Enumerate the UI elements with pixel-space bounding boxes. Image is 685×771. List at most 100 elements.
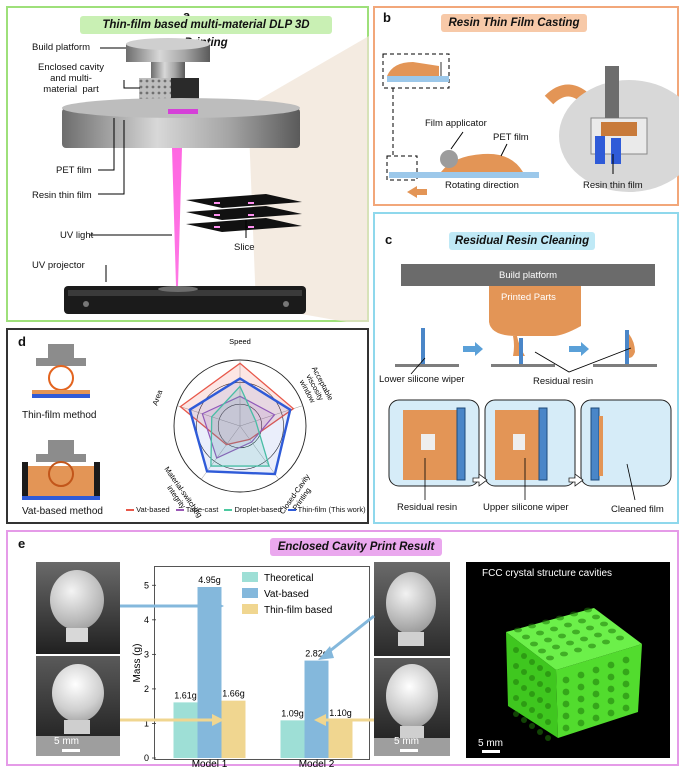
method-icons xyxy=(22,344,100,500)
fcc-cavity xyxy=(602,639,610,645)
fcc-cavity xyxy=(542,619,550,625)
legend-droplet-swatch xyxy=(224,509,233,512)
radar-series-thin-film-this-work- xyxy=(188,377,292,476)
bar-value-label: 2.82g xyxy=(305,649,328,659)
pet-film-strip xyxy=(389,172,539,178)
fcc-cavity xyxy=(577,695,585,703)
radar-series-tape-cast xyxy=(201,395,276,459)
bar-value-label: 4.95g xyxy=(198,575,221,585)
fcc-cavity xyxy=(521,685,527,691)
bar-value-label: 1.61g xyxy=(174,690,197,700)
radar-spoke xyxy=(239,425,279,480)
scale-bar-mid xyxy=(400,749,418,752)
label-build-platform: Build platform xyxy=(32,42,91,53)
fcc-cavity xyxy=(574,647,582,653)
y-tick-label: 3 xyxy=(144,649,149,659)
label-cleaned-film: Cleaned film xyxy=(611,504,664,515)
fcc-cavity xyxy=(513,647,519,653)
panel-a-letter: a xyxy=(183,8,190,23)
label-pet-film-b: PET film xyxy=(493,132,529,143)
fcc-cavity xyxy=(607,661,615,669)
legend-thinfilm-swatch xyxy=(287,509,296,512)
panel-d: d Thin-film method Vat-based method Spee… xyxy=(6,328,369,524)
fcc-cavity xyxy=(572,629,580,635)
fcc-cavity xyxy=(528,623,536,629)
fcc-cavity xyxy=(577,671,585,679)
fcc-cavity xyxy=(562,712,570,720)
y-axis-label: Mass (g) xyxy=(132,644,143,683)
y-tick-label: 5 xyxy=(144,580,149,590)
radar-legend: Vat-based Tape-cast Droplet-based Thin-f… xyxy=(126,505,366,514)
scale-mid: 5 mm xyxy=(394,736,419,747)
fcc-cavity xyxy=(562,676,570,684)
fcc-cavity xyxy=(529,659,535,665)
slice-stack xyxy=(186,194,302,232)
fcc-cavity xyxy=(592,614,600,620)
fcc-cavity xyxy=(564,622,572,628)
fcc-cavity xyxy=(594,632,602,638)
fcc-cavity xyxy=(608,628,616,634)
fcc-cavity xyxy=(522,634,530,640)
fcc-cavity xyxy=(513,663,519,669)
label-vat-based-method: Vat-based method xyxy=(22,506,103,517)
fcc-cavity xyxy=(588,643,596,649)
legend-thinfilm: Thin-film (This work) xyxy=(297,505,366,514)
fcc-cavity xyxy=(592,702,600,710)
fcc-cavity xyxy=(537,697,543,703)
build-platform-bar xyxy=(401,264,655,286)
label-build-platform-c: Build platform xyxy=(499,270,558,281)
fcc-cavity xyxy=(616,635,624,641)
fcc-cavity xyxy=(529,723,535,729)
fcc-cavity xyxy=(558,633,566,639)
fcc-cavity xyxy=(529,691,535,697)
label-uv-projector: UV projector xyxy=(32,260,85,271)
scale-bar-left xyxy=(62,749,80,752)
label-residual-resin: Residual resin xyxy=(397,502,458,513)
fcc-cavity xyxy=(529,675,535,681)
photo-model2-thin xyxy=(374,658,450,756)
fcc-cavity xyxy=(556,615,564,621)
panel-c-letter: c xyxy=(385,232,393,247)
fcc-cavity xyxy=(622,656,630,664)
fcc-cavity xyxy=(586,625,594,631)
fcc-cavity xyxy=(536,630,544,636)
y-tick-label: 1 xyxy=(144,718,149,728)
label-residual-resin-top: Residual resin xyxy=(533,376,594,387)
fcc-caption: FCC crystal structure cavities xyxy=(482,568,613,579)
casting-box-top xyxy=(382,53,450,89)
film-applicator-roller xyxy=(440,150,458,168)
scale-right: 5 mm xyxy=(478,738,503,749)
fcc-cavity xyxy=(607,673,615,681)
radar-axis-label: Acceptableviscositywindow xyxy=(295,365,335,410)
radar-series-droplet-based xyxy=(210,385,270,467)
uv-beam xyxy=(172,148,182,286)
casting-box-bottom xyxy=(386,155,418,181)
fcc-cavity xyxy=(521,701,527,707)
fcc-cavity xyxy=(562,700,570,708)
fcc-cavity xyxy=(537,729,543,735)
fcc-cube-illustration xyxy=(506,607,642,741)
fcc-cavity xyxy=(592,678,600,686)
fcc-cavity xyxy=(592,714,600,722)
fcc-cavity xyxy=(562,688,570,696)
top-view-3 xyxy=(580,399,672,487)
fcc-cavity xyxy=(607,697,615,705)
fcc-cavity xyxy=(577,707,585,715)
film-line-2 xyxy=(491,364,555,367)
fcc-cavity xyxy=(545,719,551,725)
fcc-cavity xyxy=(521,653,527,659)
dlp-printer-illustration xyxy=(62,36,369,322)
fcc-cavity xyxy=(622,704,630,712)
bar-thin-film-based-2 xyxy=(328,720,353,758)
fcc-cavity xyxy=(577,683,585,691)
vat-ring xyxy=(62,108,300,148)
fcc-cavity xyxy=(552,644,560,650)
photo-model1-thin xyxy=(36,656,120,756)
fcc-cavity xyxy=(545,703,551,709)
fcc-cavity xyxy=(560,651,568,657)
legend-vat: Vat-based xyxy=(136,505,170,514)
panel-d-letter: d xyxy=(18,334,26,349)
panel-c: c Residual Resin Cleaning Build platform xyxy=(373,212,679,524)
bar-legend-label: Vat-based xyxy=(264,589,309,600)
